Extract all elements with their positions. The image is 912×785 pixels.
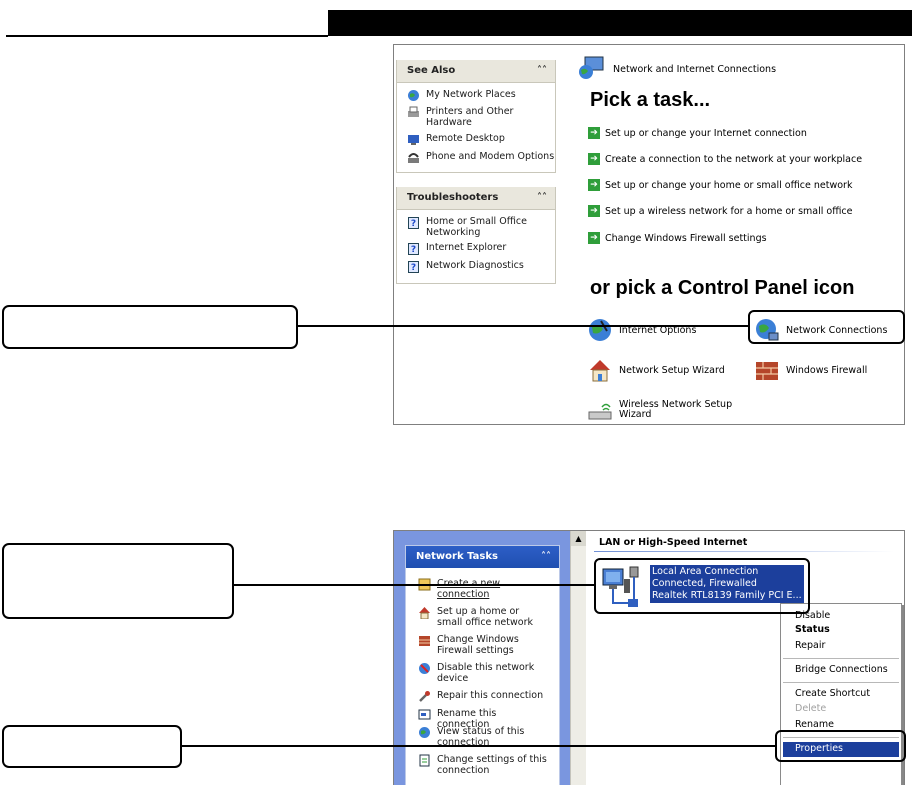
troubleshooters-header[interactable]: Troubleshooters ˄˄ xyxy=(397,187,555,210)
callout-box-middle xyxy=(2,543,234,619)
menu-repair[interactable]: Repair xyxy=(795,640,826,651)
connection-device: Realtek RTL8139 Family PCI E... xyxy=(652,590,802,601)
see-also-header[interactable]: See Also ˄˄ xyxy=(397,60,555,83)
menu-properties[interactable]: Properties xyxy=(795,743,844,754)
menu-separator xyxy=(783,682,899,683)
remote-desktop-icon xyxy=(407,133,420,146)
task-workplace-connection[interactable]: ➔ Create a connection to the network at … xyxy=(588,153,862,165)
task-create-connection[interactable]: Create a new connection xyxy=(418,578,547,600)
task-firewall-settings[interactable]: ➔ Change Windows Firewall settings xyxy=(588,232,767,244)
menu-rename[interactable]: Rename xyxy=(795,719,834,730)
task-disable-device[interactable]: Disable this network device xyxy=(418,662,547,684)
menu-properties-highlight[interactable] xyxy=(783,742,899,757)
troubleshooter-home-network[interactable]: ? Home or Small Office Networking xyxy=(407,216,536,238)
troubleshooters-panel: Troubleshooters ˄˄ ? Home or Small Offic… xyxy=(396,187,556,284)
category-title: Network and Internet Connections xyxy=(577,55,776,84)
group-header: LAN or High-Speed Internet xyxy=(599,537,748,548)
green-arrow-icon: ➔ xyxy=(588,179,600,191)
disable-network-icon xyxy=(418,662,431,675)
wireless-router-icon xyxy=(587,397,613,423)
network-connections-icon xyxy=(754,317,780,343)
troubleshooter-network-diagnostics[interactable]: ? Network Diagnostics xyxy=(407,260,536,273)
callout-box-upper xyxy=(2,305,298,349)
network-connections-highlight xyxy=(748,310,905,344)
wireless-wizard-link[interactable]: Wireless Network Setup Wizard xyxy=(587,397,744,423)
menu-create-shortcut[interactable]: Create Shortcut xyxy=(795,688,871,699)
firewall-brick-icon xyxy=(754,357,780,383)
help-question-icon: ? xyxy=(407,216,420,229)
see-also-my-network-places[interactable]: My Network Places xyxy=(407,89,536,102)
connection-context-menu: Disable Status Repair Bridge Connections… xyxy=(780,603,902,785)
house-network-icon xyxy=(418,606,431,620)
task-home-office-network[interactable]: Set up a home or small office network xyxy=(418,606,547,628)
green-arrow-icon: ➔ xyxy=(588,153,600,165)
menu-disable[interactable]: Disable xyxy=(795,610,831,621)
menu-separator xyxy=(783,737,899,738)
printer-icon xyxy=(407,106,420,119)
menu-status[interactable]: Status xyxy=(795,624,830,635)
local-area-connection-item[interactable]: Local Area Connection Connected, Firewal… xyxy=(600,565,804,614)
green-arrow-icon: ➔ xyxy=(588,127,600,139)
task-view-status[interactable]: View status of this connection xyxy=(418,726,547,748)
menu-delete: Delete xyxy=(795,703,827,714)
category-main: Network and Internet Connections Pick a … xyxy=(577,45,904,424)
phone-modem-icon xyxy=(407,151,420,164)
green-arrow-icon: ➔ xyxy=(588,232,600,244)
pick-task-heading: Pick a task... xyxy=(590,89,711,111)
callout-leader-upper xyxy=(297,325,749,327)
task-pane-scrollbar[interactable]: ▲ xyxy=(570,531,586,785)
see-also-phone-modem[interactable]: Phone and Modem Options xyxy=(407,151,556,164)
menu-separator xyxy=(783,658,899,659)
internet-options-icon xyxy=(587,317,613,343)
internet-options-icon-link[interactable]: Internet Options xyxy=(587,317,696,343)
task-repair-connection[interactable]: Repair this connection xyxy=(418,690,547,703)
callout-box-lower xyxy=(2,725,182,768)
task-wireless-network[interactable]: ➔ Set up a wireless network for a home o… xyxy=(588,205,853,217)
task-change-firewall[interactable]: Change Windows Firewall settings xyxy=(418,634,547,656)
status-globe-icon xyxy=(418,726,431,739)
connection-label-block: Local Area Connection Connected, Firewal… xyxy=(650,565,804,603)
connection-name: Local Area Connection xyxy=(652,566,759,577)
house-network-icon xyxy=(587,357,613,383)
green-arrow-icon: ➔ xyxy=(588,205,600,217)
see-also-printers-hardware[interactable]: Printers and Other Hardware xyxy=(407,106,536,128)
control-panel-window: See Also ˄˄ My Network Places Printers a… xyxy=(393,44,905,425)
task-internet-connection[interactable]: ➔ Set up or change your Internet connect… xyxy=(588,127,807,139)
network-connections-icon-link[interactable]: Network Connections xyxy=(754,317,887,343)
see-also-remote-desktop[interactable]: Remote Desktop xyxy=(407,133,536,146)
network-setup-wizard-link[interactable]: Network Setup Wizard xyxy=(587,357,725,383)
callout-leader-lower xyxy=(181,745,776,747)
header-rule xyxy=(6,35,328,37)
wrench-icon xyxy=(418,690,431,703)
help-question-icon: ? xyxy=(407,260,420,273)
network-tasks-panel: Network Tasks ˄˄ Create a new connection… xyxy=(405,545,560,785)
header-bar xyxy=(328,10,912,36)
menu-bridge-connections[interactable]: Bridge Connections xyxy=(795,664,888,675)
rename-icon xyxy=(418,708,431,721)
globe-network-icon xyxy=(407,89,420,102)
group-header-rule xyxy=(594,551,894,552)
network-connections-window: ▲ Network Tasks ˄˄ Create a new connecti… xyxy=(393,530,905,785)
settings-page-icon xyxy=(418,754,431,767)
properties-highlight xyxy=(775,730,906,762)
network-internet-icon xyxy=(577,55,605,84)
collapse-chevron-icon[interactable]: ˄˄ xyxy=(537,65,547,76)
pick-icon-heading: or pick a Control Panel icon xyxy=(590,277,855,299)
task-rename-connection[interactable]: Rename this connection xyxy=(418,708,547,730)
help-question-icon: ? xyxy=(407,242,420,255)
lan-connection-icon xyxy=(600,565,646,614)
connection-status: Connected, Firewalled xyxy=(652,578,757,589)
collapse-chevron-icon[interactable]: ˄˄ xyxy=(537,192,547,203)
see-also-panel: See Also ˄˄ My Network Places Printers a… xyxy=(396,60,556,173)
task-change-settings[interactable]: Change settings of this connection xyxy=(418,754,547,776)
firewall-brick-icon xyxy=(418,634,431,647)
windows-firewall-link[interactable]: Windows Firewall xyxy=(754,357,867,383)
callout-leader-middle xyxy=(233,584,595,586)
troubleshooter-internet-explorer[interactable]: ? Internet Explorer xyxy=(407,242,536,255)
lan-connection-highlight xyxy=(594,558,810,614)
network-tasks-header[interactable]: Network Tasks ˄˄ xyxy=(406,546,559,568)
scroll-up-arrow-icon[interactable]: ▲ xyxy=(571,531,586,546)
task-home-network[interactable]: ➔ Set up or change your home or small of… xyxy=(588,179,852,191)
collapse-chevron-icon[interactable]: ˄˄ xyxy=(541,551,551,562)
